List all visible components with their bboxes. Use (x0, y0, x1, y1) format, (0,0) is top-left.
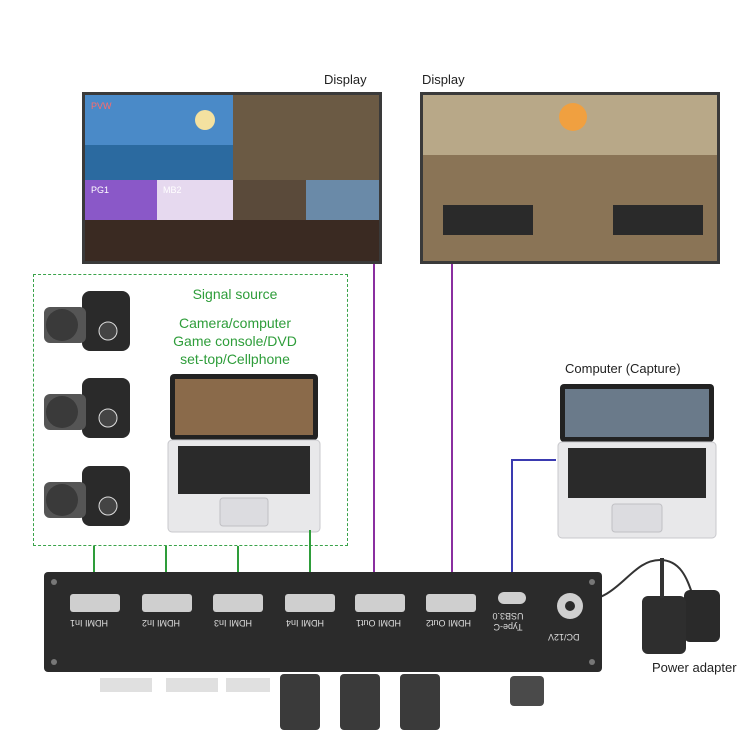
port-label-dc: DC/12V (548, 632, 580, 642)
port-label-hdmi-out2: HDMI Out2 (426, 618, 472, 628)
mb2-window (157, 180, 233, 220)
display-right-monitor (420, 92, 720, 264)
pvw-sun (195, 110, 215, 130)
quad-multiview-screen: PVW PG1 MB2 (85, 95, 379, 261)
usb-line (511, 459, 556, 592)
status-panel (85, 220, 379, 261)
port-label-hdmi-in4: HDMI In4 (286, 618, 325, 628)
pvw-tag: PVW (91, 101, 112, 111)
gun-right (613, 205, 703, 235)
pg1-window (85, 180, 157, 220)
switcher-device-body (44, 572, 602, 672)
explosion (559, 103, 587, 131)
screw-icon (51, 659, 57, 665)
type-c-port (498, 592, 526, 604)
mb2-tag: MB2 (163, 185, 182, 195)
port-label-hdmi-in3: HDMI In3 (214, 618, 253, 628)
signal-source-list: Camera/computer Game console/DVD set-top… (150, 314, 320, 368)
port-label-hdmi-out1: HDMI Out1 (356, 618, 402, 628)
signal-source-title: Signal source (192, 286, 278, 302)
device-knobs (100, 672, 550, 732)
display-left-label: Display (324, 72, 367, 87)
hdmi-out2-port (426, 594, 476, 612)
signal-source-group (33, 274, 348, 546)
game-screen (423, 95, 717, 261)
power-adapter-icon (634, 556, 724, 656)
power-adapter-label: Power adapter (652, 660, 737, 675)
game-window-3 (306, 180, 379, 220)
signal-source-line: Game console/DVD (173, 333, 297, 349)
camera-icon (42, 285, 132, 357)
pvw-water (85, 145, 233, 180)
device-ports-graphic (51, 579, 595, 665)
port-label-hdmi-in2: HDMI In2 (142, 618, 181, 628)
screw-icon (589, 659, 595, 665)
computer-capture-label: Computer (Capture) (565, 361, 681, 376)
signal-source-line: Camera/computer (178, 315, 292, 331)
port-label-type-c: Type-C USB3.0 (492, 611, 524, 632)
hdmi-out1-port (355, 594, 405, 612)
camera-icon (42, 372, 132, 444)
screw-icon (589, 579, 595, 585)
hdmi-in3-port (213, 594, 263, 612)
pg1-tag: PG1 (91, 185, 109, 195)
display-right-label: Display (422, 72, 465, 87)
dc-jack-pin (565, 601, 575, 611)
hdmi-in2-port (142, 594, 192, 612)
laptop-source-icon (166, 372, 322, 534)
hdmi-in1-port (70, 594, 120, 612)
game-window-2 (233, 180, 306, 220)
display-left-monitor: PVW PG1 MB2 (82, 92, 382, 264)
laptop-capture-icon (556, 382, 718, 540)
gun-left (443, 205, 533, 235)
game-window-1 (233, 95, 379, 180)
signal-source-line: set-top/Cellphone (180, 351, 290, 367)
hdmi-in4-port (285, 594, 335, 612)
port-label-hdmi-in1: HDMI In1 (70, 618, 109, 628)
camera-icon (42, 460, 132, 532)
screw-icon (51, 579, 57, 585)
